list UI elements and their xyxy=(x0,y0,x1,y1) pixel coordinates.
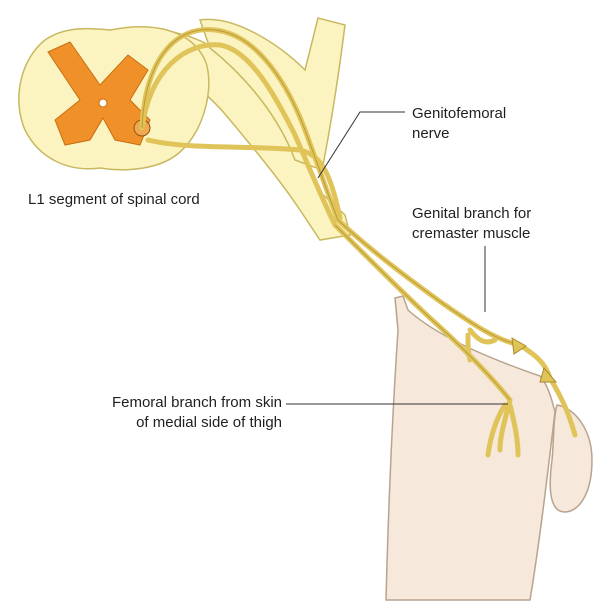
label-femoral-branch: Femoral branch from skin of medial side … xyxy=(20,393,282,433)
label-genital-branch: Genital branch for cremaster muscle xyxy=(412,204,531,244)
label-genitofemoral-line1: Genitofemoral xyxy=(412,104,506,124)
label-genital-line1: Genital branch for xyxy=(412,204,531,224)
label-genitofemoral-line2: nerve xyxy=(412,124,506,144)
label-spinal-cord: L1 segment of spinal cord xyxy=(28,190,200,210)
central-canal xyxy=(99,99,107,107)
label-femoral-line1: Femoral branch from skin xyxy=(20,393,282,413)
label-femoral-line2: of medial side of thigh xyxy=(20,413,282,433)
arrow-head-1 xyxy=(512,338,526,354)
label-genital-line2: cremaster muscle xyxy=(412,224,531,244)
label-genitofemoral: Genitofemoral nerve xyxy=(412,104,506,144)
